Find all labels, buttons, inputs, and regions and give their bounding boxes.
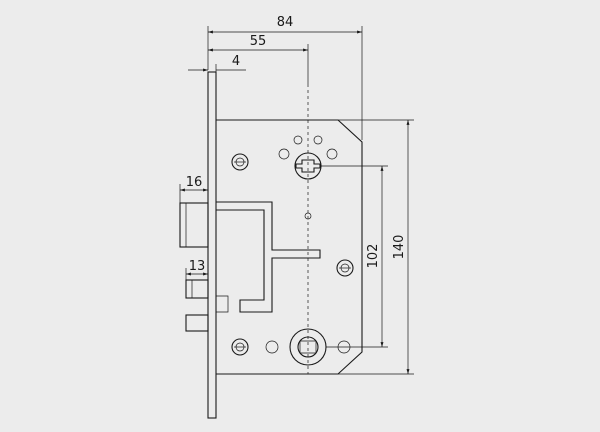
dimension-centre-distance: 102 [320, 165, 388, 348]
faceplate [207, 71, 217, 419]
dim-102-label: 102 [366, 244, 381, 269]
dim-4-label: 4 [232, 54, 240, 69]
dimension-case-height: 140 [338, 119, 414, 375]
dimension-width-overall: 84 [207, 15, 363, 140]
dimension-deadbolt: 13 [185, 259, 208, 280]
dim-16-label: 16 [186, 175, 203, 190]
dimension-latch: 16 [179, 175, 208, 203]
dim-13-label: 13 [189, 259, 206, 274]
fixing-screw [231, 153, 249, 171]
fixing-screw [231, 338, 249, 356]
latch-bolt [179, 202, 209, 248]
deadbolt [185, 279, 209, 332]
pivot-hole [304, 212, 312, 220]
fixing-screw [336, 259, 354, 277]
dim-84-label: 84 [277, 15, 294, 30]
dim-140-label: 140 [392, 235, 407, 260]
dimension-backset: 55 [208, 34, 309, 84]
lock-case [216, 119, 363, 375]
dimension-faceplate: 4 [188, 54, 246, 72]
bolt-mechanism [216, 201, 321, 313]
bolt-tail [216, 295, 229, 313]
dim-55-label: 55 [250, 34, 267, 49]
